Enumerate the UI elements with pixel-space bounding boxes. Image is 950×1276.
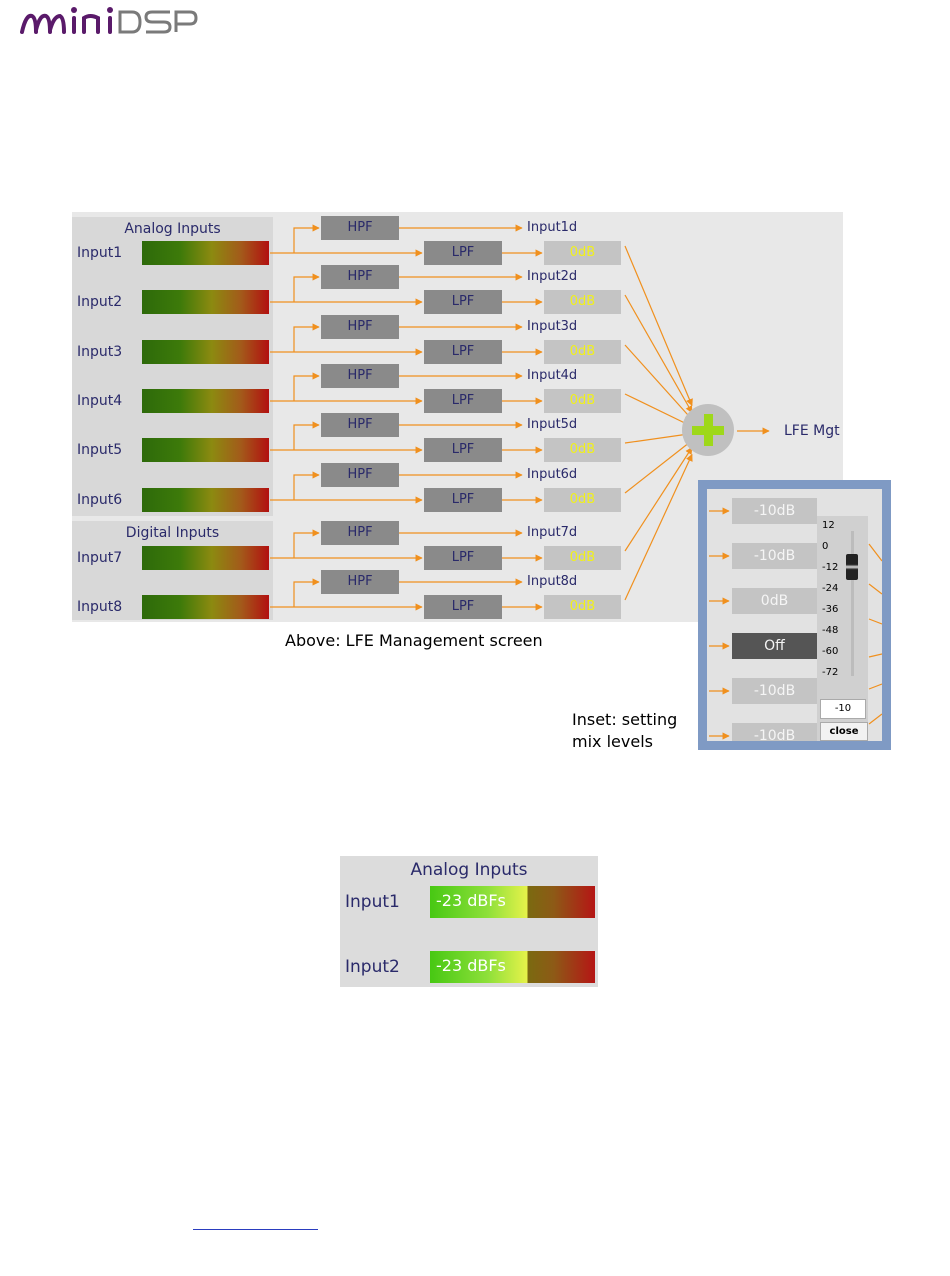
slider-tick-label: -24 xyxy=(822,583,839,594)
slider-tick-label: 0 xyxy=(822,541,829,552)
slider-tick-label: 12 xyxy=(822,520,835,531)
input-level-meter xyxy=(142,546,269,570)
input-level-meter xyxy=(142,488,269,512)
lfe-output-label: LFE Mgt xyxy=(784,423,840,439)
lpf-block[interactable]: LPF xyxy=(424,241,502,265)
input-level-meter xyxy=(142,340,269,364)
input-label: Input1 xyxy=(77,245,123,261)
slider-tick-label: -48 xyxy=(822,625,839,636)
slider-tick-label: -36 xyxy=(822,604,839,615)
level-meter: -23 dBFs xyxy=(430,951,595,983)
meter-panel-title: Analog Inputs xyxy=(410,860,528,880)
input-label: Input5 xyxy=(77,442,123,458)
input-label: Input6 xyxy=(77,492,123,508)
analog-inputs-title: Analog Inputs xyxy=(124,221,221,237)
mix-level-box[interactable]: 0dB xyxy=(544,438,621,462)
route-label: Input3d xyxy=(527,319,578,334)
input-label: Input3 xyxy=(77,344,123,360)
slider-tick-label: -72 xyxy=(822,667,839,678)
footer-link-underline[interactable] xyxy=(193,1229,318,1230)
hpf-block[interactable]: HPF xyxy=(321,521,399,545)
input-label: Input7 xyxy=(77,550,123,566)
minidsp-logo xyxy=(20,7,198,34)
inset-mix-level[interactable]: -10dB xyxy=(732,498,817,524)
analog-inputs-meter-panel: Analog Inputs Input1 -23 dBFs Input2 -23… xyxy=(340,856,598,987)
slider-value-input[interactable]: -10 xyxy=(820,699,866,719)
inset-wires xyxy=(709,507,882,740)
summing-node xyxy=(682,404,734,456)
slider-tick-label: -12 xyxy=(822,562,839,573)
close-button[interactable]: close xyxy=(820,722,868,741)
route-label: Input7d xyxy=(527,525,578,540)
lpf-block[interactable]: LPF xyxy=(424,438,502,462)
input-label: Input4 xyxy=(77,393,123,409)
mix-level-box[interactable]: 0dB xyxy=(544,546,621,570)
route-label: Input6d xyxy=(527,467,578,482)
lpf-block[interactable]: LPF xyxy=(424,488,502,512)
input-level-meter xyxy=(142,438,269,462)
lpf-block[interactable]: LPF xyxy=(424,595,502,619)
input-label: Input8 xyxy=(77,599,123,615)
lpf-block[interactable]: LPF xyxy=(424,290,502,314)
hpf-block[interactable]: HPF xyxy=(321,463,399,487)
lpf-block[interactable]: LPF xyxy=(424,340,502,364)
digital-inputs-title: Digital Inputs xyxy=(125,525,220,541)
mix-level-box[interactable]: 0dB xyxy=(544,290,621,314)
mix-levels-inset: -10dB -10dB 0dB Off -10dB -10dB 12 0 -12 -24 -36 -… xyxy=(698,480,891,750)
inset-caption-line1: Inset: setting xyxy=(572,710,678,729)
lpf-block[interactable]: LPF xyxy=(424,546,502,570)
hpf-block[interactable]: HPF xyxy=(321,216,399,240)
route-label: Input2d xyxy=(527,269,578,284)
slider-thumb[interactable] xyxy=(846,554,858,580)
input-label: Input2 xyxy=(77,294,123,310)
inset-mix-level[interactable]: -10dB xyxy=(732,723,817,741)
hpf-block[interactable]: HPF xyxy=(321,315,399,339)
inset-caption-line2: mix levels xyxy=(572,732,653,751)
meter-reading: -23 dBFs xyxy=(436,891,506,910)
input-level-meter xyxy=(142,290,269,314)
main-caption: Above: LFE Management screen xyxy=(285,631,543,650)
route-label: Input5d xyxy=(527,417,578,432)
mix-level-box[interactable]: 0dB xyxy=(544,595,621,619)
slider-track[interactable] xyxy=(851,531,854,676)
level-slider-panel: 12 0 -12 -24 -36 -48 -60 -72 -10 close xyxy=(817,516,868,741)
route-label: Input8d xyxy=(527,574,578,589)
inset-mix-level[interactable]: -10dB xyxy=(732,678,817,704)
input-level-meter xyxy=(142,389,269,413)
analog-inputs-panel xyxy=(72,217,273,516)
lpf-block[interactable]: LPF xyxy=(424,389,502,413)
level-meter: -23 dBFs xyxy=(430,886,595,918)
input-level-meter xyxy=(142,241,269,265)
meter-reading: -23 dBFs xyxy=(436,956,506,975)
signal-routing-wires xyxy=(270,224,770,611)
inset-mix-level[interactable]: -10dB xyxy=(732,543,817,569)
input-level-meter xyxy=(142,595,269,619)
inset-mix-level[interactable]: 0dB xyxy=(732,588,817,614)
mix-level-box[interactable]: 0dB xyxy=(544,241,621,265)
mix-level-box[interactable]: 0dB xyxy=(544,389,621,413)
hpf-block[interactable]: HPF xyxy=(321,413,399,437)
meter-row-label: Input2 xyxy=(345,957,400,977)
mix-level-box[interactable]: 0dB xyxy=(544,340,621,364)
hpf-block[interactable]: HPF xyxy=(321,265,399,289)
hpf-block[interactable]: HPF xyxy=(321,364,399,388)
slider-tick-label: -60 xyxy=(822,646,839,657)
route-label: Input4d xyxy=(527,368,578,383)
hpf-block[interactable]: HPF xyxy=(321,570,399,594)
mix-level-box[interactable]: 0dB xyxy=(544,488,621,512)
inset-mix-level[interactable]: Off xyxy=(732,633,817,659)
route-label: Input1d xyxy=(527,220,578,235)
meter-row-label: Input1 xyxy=(345,892,400,912)
